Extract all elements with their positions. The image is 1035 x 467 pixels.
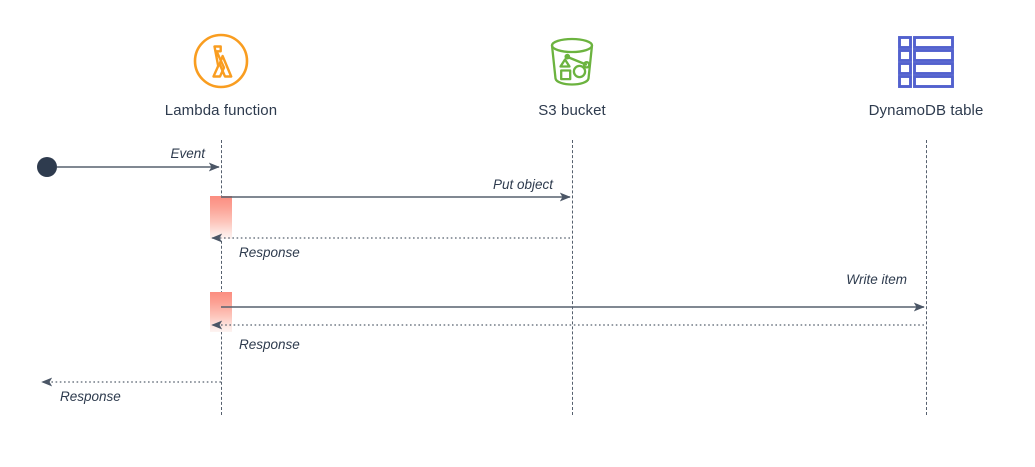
aws-lambda-icon <box>101 26 341 96</box>
lifeline-lambda-function <box>221 140 222 415</box>
aws-s3-bucket-icon <box>452 26 692 96</box>
participant-label-dynamodb: DynamoDB table <box>868 102 984 119</box>
message-label-write-item: Write item <box>846 272 907 287</box>
activation-bar-1 <box>210 196 232 239</box>
activation-bar-2 <box>210 292 232 332</box>
participant-label-s3: S3 bucket <box>538 102 606 119</box>
participant-dynamodb-table[interactable]: DynamoDB table <box>806 26 1035 119</box>
message-label-response-final: Response <box>60 389 121 404</box>
lifeline-s3-bucket <box>572 140 573 415</box>
participant-s3-bucket[interactable]: S3 bucket <box>452 26 692 119</box>
message-label-response-s3: Response <box>239 245 300 260</box>
sequence-start-dot <box>37 157 57 177</box>
participant-lambda-function[interactable]: Lambda function <box>101 26 341 119</box>
aws-dynamodb-table-icon <box>806 26 1035 96</box>
participant-label-lambda: Lambda function <box>164 102 278 119</box>
message-label-response-dynamodb: Response <box>239 337 300 352</box>
message-label-put-object: Put object <box>492 177 553 192</box>
message-label-event: Event <box>170 146 205 161</box>
lifeline-dynamodb-table <box>926 140 927 415</box>
